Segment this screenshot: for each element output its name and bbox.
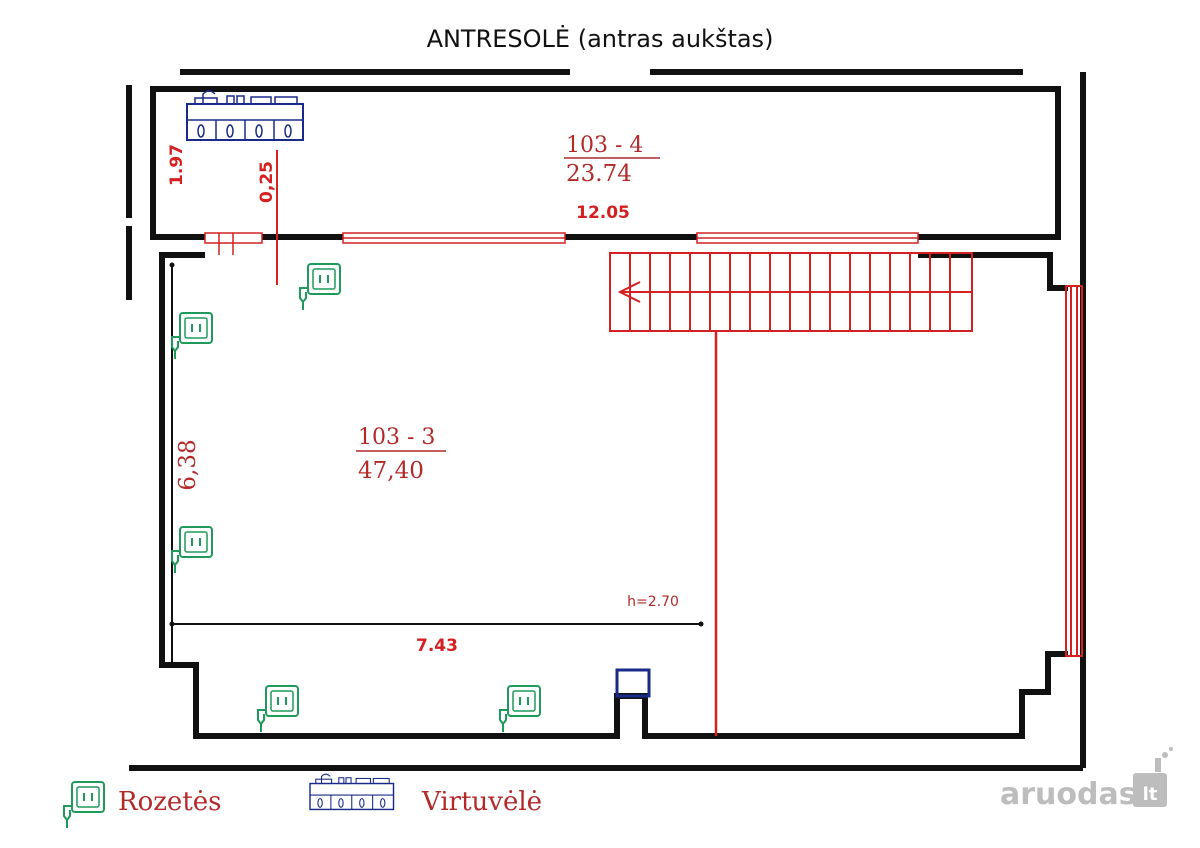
- socket-icon: [499, 685, 541, 733]
- room-code: 103 - 4: [566, 133, 643, 158]
- socket-icon: [171, 526, 213, 574]
- right-railing: [1065, 285, 1083, 657]
- room-code: 103 - 3: [358, 425, 435, 450]
- kitchenette-icon: [186, 90, 304, 141]
- railings: [204, 232, 919, 255]
- dim-gap: 0,25: [257, 161, 277, 203]
- socket-icon: [63, 781, 105, 829]
- room-area: 47,40: [358, 458, 424, 484]
- staircase: [609, 252, 973, 736]
- kitchenette-icon: [309, 773, 395, 811]
- watermark-text: aruodas: [1000, 777, 1137, 812]
- room-label-103-3: 103 - 3 47,40: [356, 425, 446, 484]
- plan-title: ANTRESOLĖ (antras aukštas): [427, 24, 774, 53]
- dim-lower-height: 6,38: [175, 439, 201, 490]
- watermark-logo: aruodas lt: [1000, 747, 1173, 812]
- dim-upper-height: 1.97: [167, 144, 187, 186]
- socket-icon: [299, 263, 341, 311]
- dim-lower-width: 7.43: [416, 636, 458, 656]
- doorway-marker: [615, 668, 651, 698]
- lower-room-walls: [159, 252, 1068, 739]
- upper-room-walls: [150, 86, 1061, 240]
- room-label-103-4: 103 - 4 23.74: [564, 133, 660, 187]
- dimension-lines: [169, 150, 704, 667]
- dim-upper-width: 12.05: [576, 203, 630, 223]
- socket-icon: [257, 685, 299, 733]
- watermark-badge: lt: [1143, 784, 1158, 805]
- socket-icon: [171, 312, 213, 360]
- room-area: 23.74: [566, 161, 632, 187]
- legend-sockets-label: Rozetės: [118, 787, 222, 817]
- legend: Rozetės Virtuvėlė: [63, 773, 542, 829]
- legend-kitchenette-label: Virtuvėlė: [421, 787, 542, 817]
- dim-ceiling-height: h=2.70: [627, 594, 679, 610]
